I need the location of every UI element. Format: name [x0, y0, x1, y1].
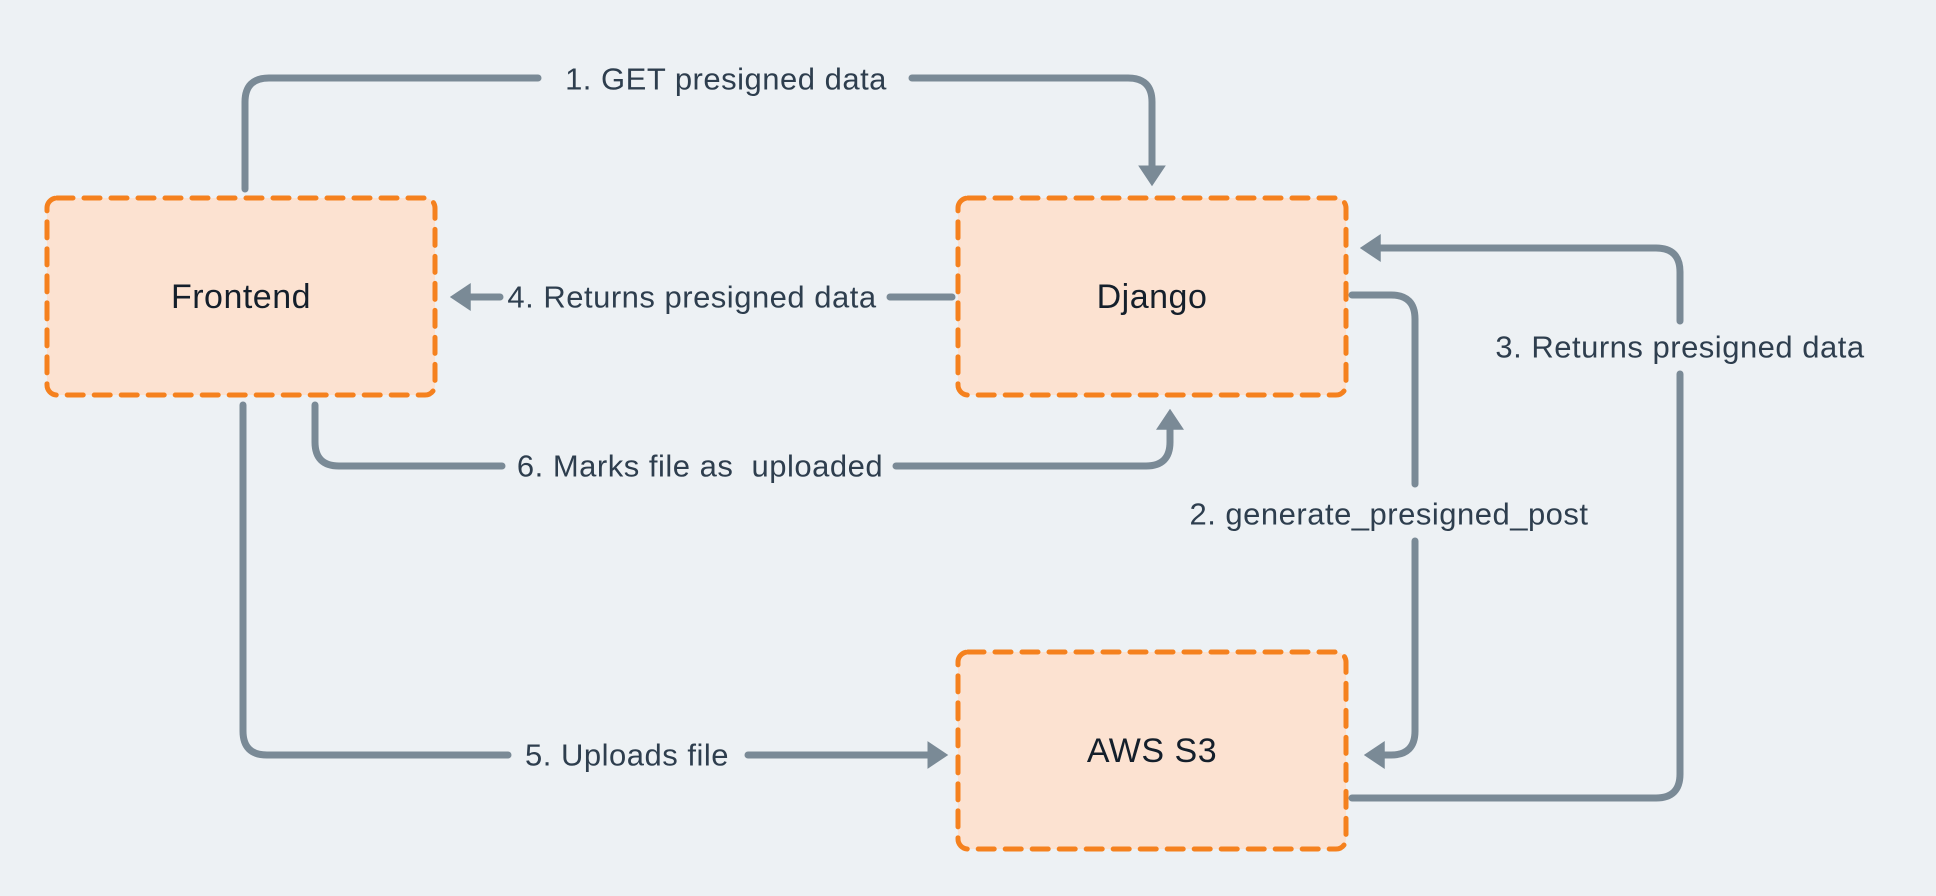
edge-1-label: 1. GET presigned data	[565, 61, 887, 97]
node-frontend-label: Frontend	[170, 278, 312, 316]
edge-4-label: 4. Returns presigned data	[507, 279, 877, 315]
edge-connectors	[239, 74, 1684, 802]
edge-6-marks-file-uploaded-segment-b	[892, 408, 1184, 470]
edge-5-uploads-file-segment-a	[239, 401, 512, 759]
edge-5-label: 5. Uploads file	[525, 737, 729, 773]
edge-3-label: 3. Returns presigned data	[1495, 329, 1865, 365]
node-boxes	[44, 195, 1349, 852]
node-aws-s3-box	[955, 649, 1349, 852]
edge-6-label: 6. Marks file as uploaded	[516, 448, 884, 484]
edge-3-returns-presigned-data-segment-a	[1348, 370, 1684, 802]
edge-2-generate-presigned-post-segment-a	[1348, 291, 1419, 488]
edge-2-label: 2. generate_presigned_post	[1189, 496, 1589, 532]
node-aws-s3-label: AWS S3	[1086, 732, 1218, 770]
edge-6-marks-file-uploaded-segment-a	[311, 401, 506, 470]
edge-1-get-presigned-data-segment-a	[241, 74, 542, 193]
edge-3-returns-presigned-data-segment-b	[1359, 234, 1684, 325]
edge-2-generate-presigned-post-segment-b	[1363, 537, 1419, 769]
node-django-label: Django	[1096, 278, 1208, 316]
node-django-box	[955, 195, 1349, 398]
edge-1-get-presigned-data-segment-b	[908, 74, 1166, 187]
node-frontend-box	[44, 195, 438, 398]
